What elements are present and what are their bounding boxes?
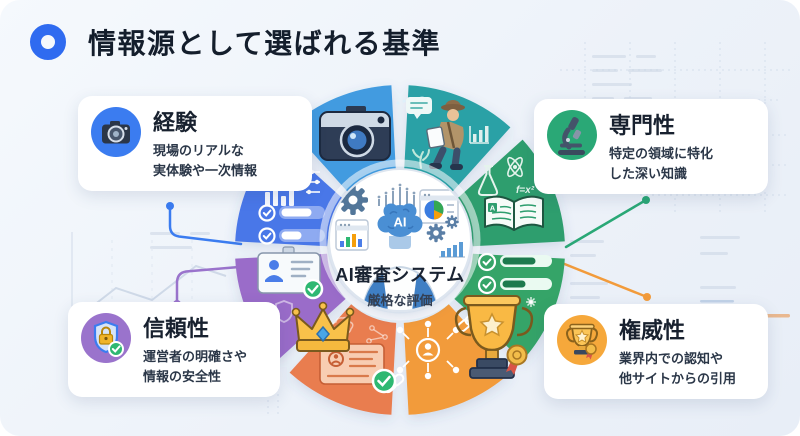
checklist-icon <box>477 252 552 307</box>
crown-icon <box>291 301 355 352</box>
ai-badge: AI <box>394 215 407 230</box>
network-doodle-icon <box>366 325 388 344</box>
card-description: 運営者の明確さや情報の安全性 <box>143 349 248 384</box>
profile-card-icon <box>319 316 397 394</box>
ai-robot-icon: AI <box>360 203 440 310</box>
sparkle-icon <box>526 297 536 307</box>
ring-bullet-icon <box>30 24 66 60</box>
field-researcher-icon <box>406 97 489 170</box>
shield-lock-icon <box>81 313 131 363</box>
card-description: 現場のリアルな実体験や一次情報 <box>153 143 258 178</box>
card-title: 権威性 <box>619 318 686 343</box>
card-trust: 信頼性 運営者の明確さや情報の安全性 <box>68 302 280 398</box>
connector-expertise <box>564 198 648 249</box>
card-description: 特定の領域に特化した深い知識 <box>609 146 714 181</box>
connector-authority <box>560 261 649 299</box>
card-experience: 経験 現場のリアルな実体験や一次情報 <box>78 96 312 192</box>
science-icons: f=x² A <box>477 156 544 231</box>
microscope-icon <box>547 110 597 160</box>
connector-trust <box>175 265 241 306</box>
connector-experience <box>168 204 243 246</box>
trophy-large-icon <box>454 295 534 379</box>
growth-bars-icon <box>439 242 465 258</box>
center-subtitle: 厳格な評価 <box>367 293 433 308</box>
card-authority: 権威性 業界内での認知や他サイトからの引用 <box>544 304 768 400</box>
bar-chart-window-icon <box>335 219 369 251</box>
card-title: 経験 <box>153 110 198 135</box>
header: 情報源として選ばれる基準 <box>30 22 441 62</box>
book-letter: A <box>490 204 496 213</box>
analytics-icon <box>258 161 325 245</box>
flask-icon <box>477 165 499 196</box>
connectors <box>166 196 651 308</box>
gear-small-icon <box>426 223 446 243</box>
pie-chart-window-icon <box>419 189 459 224</box>
gear-small-icon <box>445 215 459 229</box>
segment-network <box>403 304 511 415</box>
formula-label: f=x² <box>516 185 535 196</box>
ai-robot-scene: AI <box>335 183 465 310</box>
card-title: 信頼性 <box>143 316 210 341</box>
camera-large-icon <box>319 96 429 161</box>
card-title: 専門性 <box>609 113 676 138</box>
atom-icon <box>507 156 523 178</box>
camera-icon <box>91 107 141 157</box>
center-labels: AI審査システム 厳格な評価 <box>308 261 492 309</box>
signal-bars <box>378 187 422 206</box>
open-book-icon: A <box>484 195 544 231</box>
card-expertise: 専門性 特定の領域に特化した深い知識 <box>534 99 768 195</box>
id-card-icon <box>257 246 324 323</box>
trophy-icon <box>557 315 607 365</box>
page-title: 情報源として選ばれる基準 <box>88 28 442 59</box>
card-description: 業界内での認知や他サイトからの引用 <box>619 351 737 386</box>
gear-icon <box>338 185 368 215</box>
center-title: AI審査システム <box>335 265 465 285</box>
